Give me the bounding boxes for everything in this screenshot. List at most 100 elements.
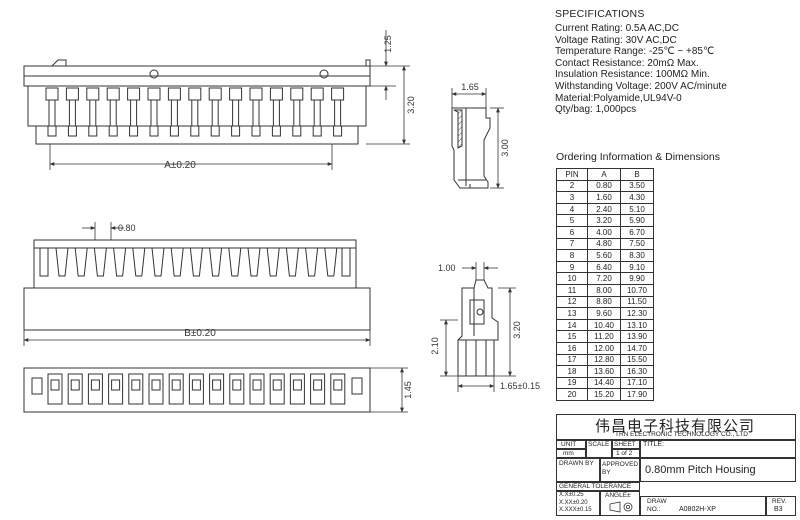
contact-slot	[188, 87, 202, 101]
contact-cavity	[310, 373, 326, 405]
contact-window	[292, 379, 302, 391]
table-cell: 12.00	[587, 341, 621, 355]
table-cell: 10.40	[587, 318, 621, 332]
contact-slot	[249, 87, 263, 101]
table-cell: 11.50	[620, 295, 654, 309]
table-cell: 11	[556, 283, 588, 297]
side-dimensions	[451, 88, 504, 189]
bottom-dimensions	[370, 367, 408, 413]
sheet-value-cell: 1 of 2	[612, 449, 640, 458]
contact-cavity	[188, 373, 204, 405]
table-cell: 13.10	[620, 318, 654, 332]
dim-pitch-label: 0.80	[118, 223, 136, 233]
contact-slot	[290, 87, 304, 101]
contact-slot	[310, 87, 324, 101]
bottom-view	[23, 367, 371, 413]
contact-tail	[333, 125, 343, 137]
dim-side-height-label: 3.00	[500, 139, 510, 157]
revision-cell: REV. B3	[766, 496, 796, 516]
contact-window	[151, 379, 161, 391]
front-view	[23, 239, 371, 331]
table-cell: 5.60	[587, 249, 621, 262]
unit-label: UNIT	[561, 441, 577, 448]
table-cell: 8.00	[587, 283, 621, 297]
top-view	[23, 59, 371, 145]
contact-cavity	[229, 373, 245, 405]
contact-slot	[208, 87, 222, 101]
spec-line: Temperature Range: -25℃ ~ +85℃	[555, 46, 715, 58]
approved-by-label: APPROVED BY	[602, 461, 639, 476]
table-cell: 17.90	[620, 388, 654, 401]
dim-end-width-label: 1.65±0.15	[500, 381, 540, 391]
table-header: PIN	[556, 168, 588, 181]
table-cell: 6.70	[620, 225, 654, 239]
company-name-en: TRN ELECTRONIC TECHNOLOGY CO., LTD	[615, 431, 748, 438]
spec-line: Current Rating: 0.5A AC,DC	[555, 23, 679, 34]
sheet-value: 1 of 2	[616, 450, 633, 457]
scale-cell: SCALE	[586, 440, 612, 458]
table-cell: 5	[556, 214, 588, 227]
table-cell: 9.10	[620, 260, 654, 274]
title-label: TITLE:	[643, 441, 665, 448]
table-cell: 3.50	[620, 179, 654, 193]
contact-cavity	[209, 373, 225, 405]
contact-cavity	[249, 373, 265, 405]
table-cell: 13	[556, 307, 588, 320]
drawn-by-label: DRAWN BY	[559, 460, 594, 467]
table-cell: 12.30	[620, 307, 654, 320]
title-value-cell: 0.80mm Pitch Housing	[640, 458, 796, 482]
table-cell: 6.40	[587, 260, 621, 274]
tolerance-1: X.X±0.25	[559, 492, 584, 498]
contact-tail	[271, 125, 281, 137]
end-dimensions	[440, 262, 516, 392]
contact-finger	[266, 247, 280, 277]
contact-cavity	[87, 373, 103, 405]
contact-window	[272, 379, 282, 391]
table-cell: 4.00	[587, 225, 621, 239]
part-number: A0802H-XP	[679, 506, 716, 513]
ordering-title: Ordering Information & Dimensions	[556, 151, 720, 163]
contact-cavity	[47, 373, 63, 405]
contact-finger	[285, 247, 299, 277]
rev-label: REV.	[772, 498, 787, 505]
contact-tail	[251, 125, 261, 137]
table-cell: 7.20	[587, 272, 621, 285]
table-cell: 14.40	[587, 376, 621, 390]
contact-slot	[127, 87, 141, 101]
specifications-title: SPECIFICATIONS	[555, 8, 645, 20]
contact-finger	[132, 247, 146, 277]
general-tolerance-label: GENERAL TOLERANCE	[559, 483, 632, 490]
drawn-by-cell: DRAWN BY	[556, 458, 600, 482]
table-header: B	[620, 168, 654, 181]
projection-symbol-icon	[609, 501, 633, 513]
contact-tail	[292, 125, 302, 137]
drawing-number-cell: DRAW NO.: A0802H-XP	[640, 496, 766, 516]
top-dimensions	[49, 30, 410, 170]
table-cell: 5.10	[620, 202, 654, 216]
contact-slot	[45, 87, 59, 101]
contact-cavity	[289, 373, 305, 405]
dim-bottom-height-label: 1.45	[403, 381, 413, 399]
table-cell: 3	[556, 191, 588, 204]
dim-end-height-label: 3.20	[512, 321, 522, 339]
title-label-cell: TITLE:	[640, 440, 796, 458]
table-cell: 9.60	[587, 307, 621, 320]
contact-finger	[209, 247, 223, 277]
dim-end-lower-label: 2.10	[430, 337, 440, 355]
angle-cell: ANGLE±	[600, 491, 640, 516]
table-cell: 14.70	[620, 341, 654, 355]
contact-slot	[106, 87, 120, 101]
contact-slot	[86, 87, 100, 101]
no-label: NO.:	[647, 506, 661, 513]
contact-slot	[331, 87, 345, 101]
scale-label: SCALE	[588, 441, 610, 448]
